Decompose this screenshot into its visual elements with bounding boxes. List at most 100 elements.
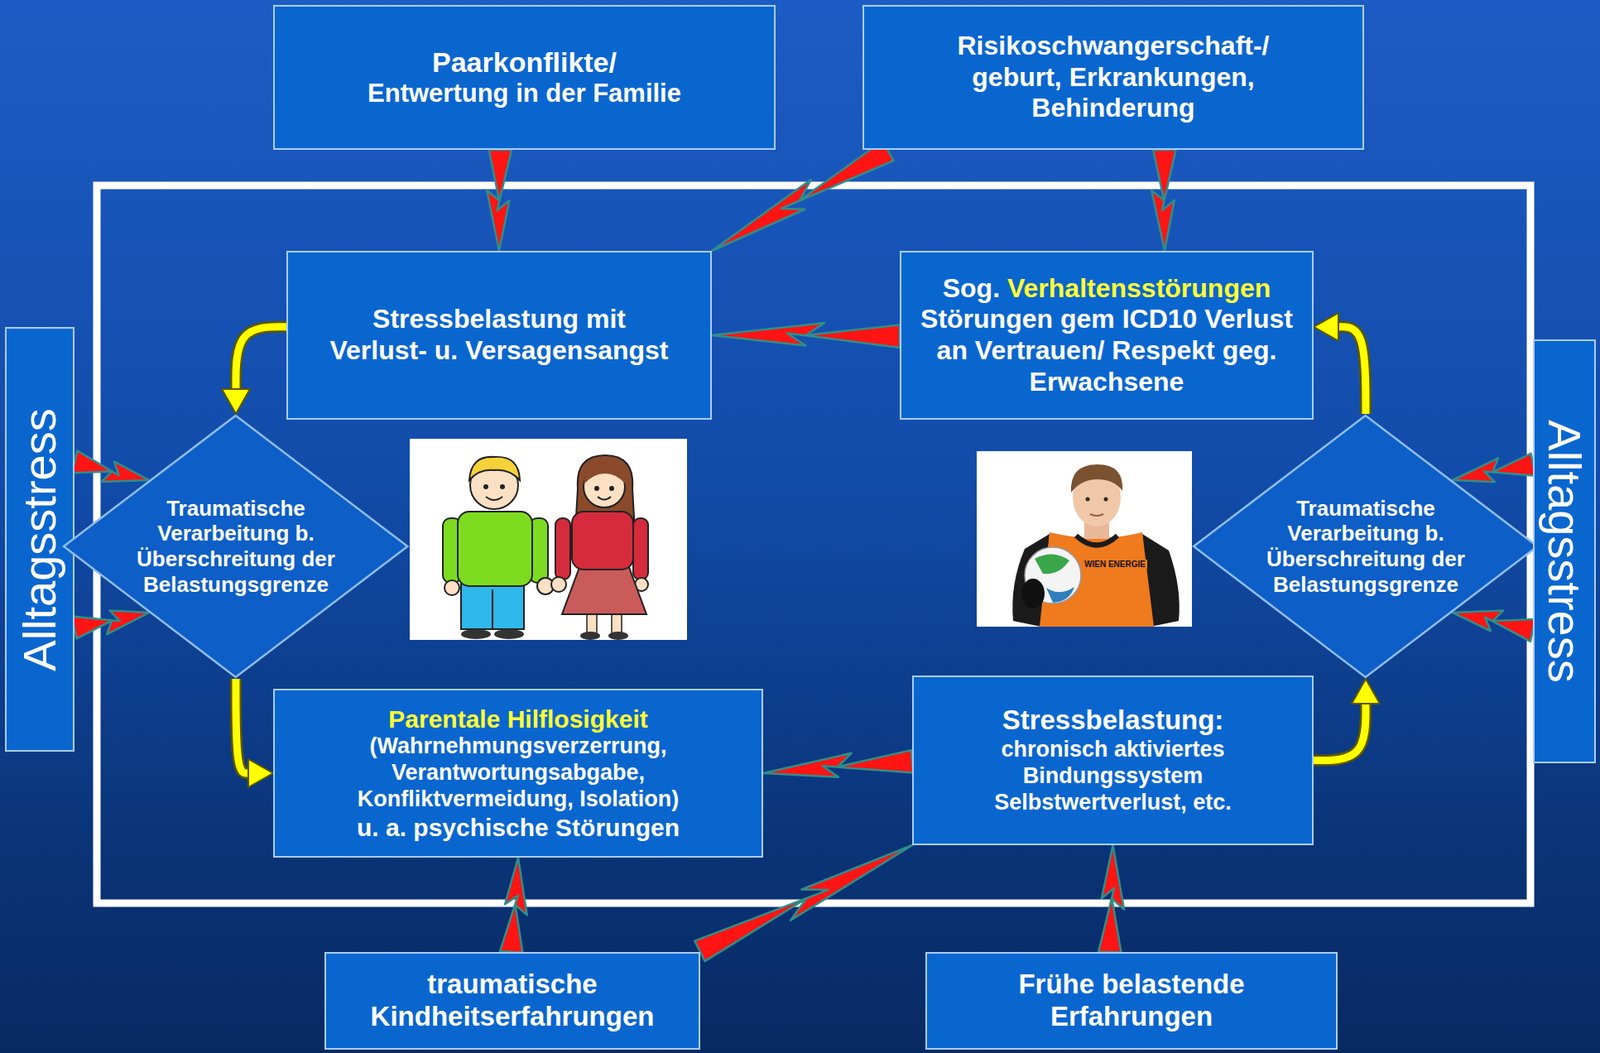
node-text: Entwertung in der Familie xyxy=(367,78,682,108)
lightning-connector xyxy=(711,322,900,348)
node-text: Paarkonflikte/ xyxy=(432,46,617,78)
parents-illustration xyxy=(409,438,688,640)
lightning-bolt xyxy=(499,857,528,953)
node-text: Traumatische Verarbeitung b. Überschreit… xyxy=(136,495,336,597)
text-line: Traumatische Verarbeitung b. Überschreit… xyxy=(1258,495,1474,598)
lightning-connector xyxy=(1098,845,1125,952)
lightning-connector xyxy=(763,749,913,778)
parents-illustration-part xyxy=(633,518,649,580)
node-text: Alltagsstress xyxy=(13,408,66,671)
process-box: Frühe belastende Erfahrungen xyxy=(925,951,1338,1050)
parents-illustration-part xyxy=(583,463,626,485)
text-line: Parentale Hilflosigkeit xyxy=(388,704,648,734)
lightning-bolt xyxy=(72,451,149,483)
node-text: Störungen gem ICD10 Verlust an Vertrauen… xyxy=(920,303,1293,397)
process-box: Stressbelastung:chronisch aktiviertes Bi… xyxy=(912,675,1314,846)
text-line: Alltagsstress xyxy=(14,408,66,671)
lightning-bolt xyxy=(711,140,894,251)
arrow-connector xyxy=(1313,312,1366,414)
node-text: Stressbelastung: xyxy=(1002,704,1225,736)
arrow-shaft xyxy=(235,678,249,774)
arrow-connector xyxy=(221,326,287,414)
text-line: (Wahrnehmungsverzerrung, Verantwortungsa… xyxy=(288,733,749,813)
boy-photo-part xyxy=(1090,514,1104,516)
node-text: Stressbelastung mit Verlust- u. Versagen… xyxy=(329,303,668,366)
decision-diamond: Traumatische Verarbeitung b. Überschreit… xyxy=(1191,413,1539,679)
arrow-head xyxy=(248,759,274,788)
text-line: Entwertung in der Familie xyxy=(367,78,682,110)
node-text: Verhaltensstörungen xyxy=(1007,273,1271,303)
parents-illustration-part xyxy=(461,629,491,640)
lightning-bolt xyxy=(1098,845,1125,952)
lightning-connector xyxy=(711,140,894,251)
lightning-bolt xyxy=(72,610,149,639)
arrow-outline xyxy=(235,326,287,390)
lightning-bolt xyxy=(486,149,512,251)
text-line: Risikoschwangerschaft-/ geburt, Erkranku… xyxy=(931,30,1296,125)
boy-photo-part xyxy=(1034,553,1070,574)
text-line: chronisch aktiviertes Bindungssystem Sel… xyxy=(989,736,1238,817)
lightning-connector xyxy=(72,610,149,639)
parents-illustration-part xyxy=(562,562,647,615)
text-line: Frühe belastende Erfahrungen xyxy=(957,968,1306,1034)
diamond-text: Traumatische Verarbeitung b. Überschreit… xyxy=(1258,495,1474,598)
arrow-outline xyxy=(235,678,249,774)
lightning-connector xyxy=(72,451,149,483)
lightning-bolt xyxy=(763,749,913,778)
node-text: Alltagsstress xyxy=(1538,419,1591,683)
boy-photo-part xyxy=(1076,535,1118,546)
lightning-bolt xyxy=(711,322,900,348)
process-box: Stressbelastung mit Verlust- u. Versagen… xyxy=(286,250,712,420)
process-box: Risikoschwangerschaft-/ geburt, Erkranku… xyxy=(862,4,1365,150)
decision-diamond: Traumatische Verarbeitung b. Überschreit… xyxy=(62,413,409,679)
arrow-head xyxy=(1351,678,1380,704)
parents-illustration-part xyxy=(571,511,634,570)
parents-illustration-part xyxy=(483,484,489,490)
text-line: Stressbelastung mit Verlust- u. Versagen… xyxy=(323,303,675,367)
text-line: Störungen gem ICD10 Verlust an Vertrauen… xyxy=(914,303,1299,398)
text-line: Traumatische Verarbeitung b. Überschreit… xyxy=(128,495,344,598)
node-text: u. a. psychische Störungen xyxy=(356,813,680,841)
parents-illustration-part xyxy=(409,438,688,640)
boy-photo-part xyxy=(1104,497,1109,502)
arrow-outline xyxy=(1313,703,1366,761)
stress-band: Alltagsstress xyxy=(1532,339,1596,764)
lightning-connector xyxy=(499,857,528,953)
arrow-head xyxy=(221,389,250,414)
text-line: u. a. psychische Störungen xyxy=(356,812,680,842)
boy-photo-part xyxy=(1071,464,1123,493)
diamond-shape xyxy=(63,415,408,678)
arrow-shaft xyxy=(1313,703,1366,761)
parents-illustration-part xyxy=(597,496,611,500)
parents-illustration-part xyxy=(551,576,567,592)
diamond-text: Traumatische Verarbeitung b. Überschreit… xyxy=(128,495,344,598)
node-text: Traumatische Verarbeitung b. Überschreit… xyxy=(1266,495,1466,597)
stress-band: Alltagsstress xyxy=(4,326,75,752)
boy-photo-part xyxy=(1021,578,1045,609)
parents-illustration-part xyxy=(494,629,524,640)
node-text: (Wahrnehmungsverzerrung, Verantwortungsa… xyxy=(357,733,680,812)
node-text: Risikoschwangerschaft-/ geburt, Erkranku… xyxy=(957,30,1270,124)
parents-illustration-part xyxy=(609,485,615,491)
parents-illustration-part xyxy=(594,485,600,491)
parents-illustration-part xyxy=(469,456,520,481)
lightning-connector xyxy=(1452,453,1536,482)
process-box: Paarkonflikte/Entwertung in der Familie xyxy=(273,4,776,150)
text-line: Alltagsstress xyxy=(1538,419,1591,683)
arrow-outline xyxy=(1338,326,1366,414)
boy-photo-part xyxy=(976,451,1192,627)
arrow-connector xyxy=(1313,678,1380,761)
lightning-connector xyxy=(1452,610,1536,641)
lightning-bolt xyxy=(1452,453,1536,482)
arrow-shaft xyxy=(1338,326,1366,414)
parents-illustration-part xyxy=(491,589,494,630)
node-text: Sog. xyxy=(942,273,1000,303)
lightning-connector xyxy=(694,845,913,961)
parents-illustration-part xyxy=(580,631,601,640)
text-line: Stressbelastung: xyxy=(1002,704,1225,737)
parents-illustration-part xyxy=(555,518,571,580)
boy-photo-part xyxy=(1085,497,1091,502)
inner-frame xyxy=(96,185,1531,904)
parents-illustration-part xyxy=(499,484,505,490)
